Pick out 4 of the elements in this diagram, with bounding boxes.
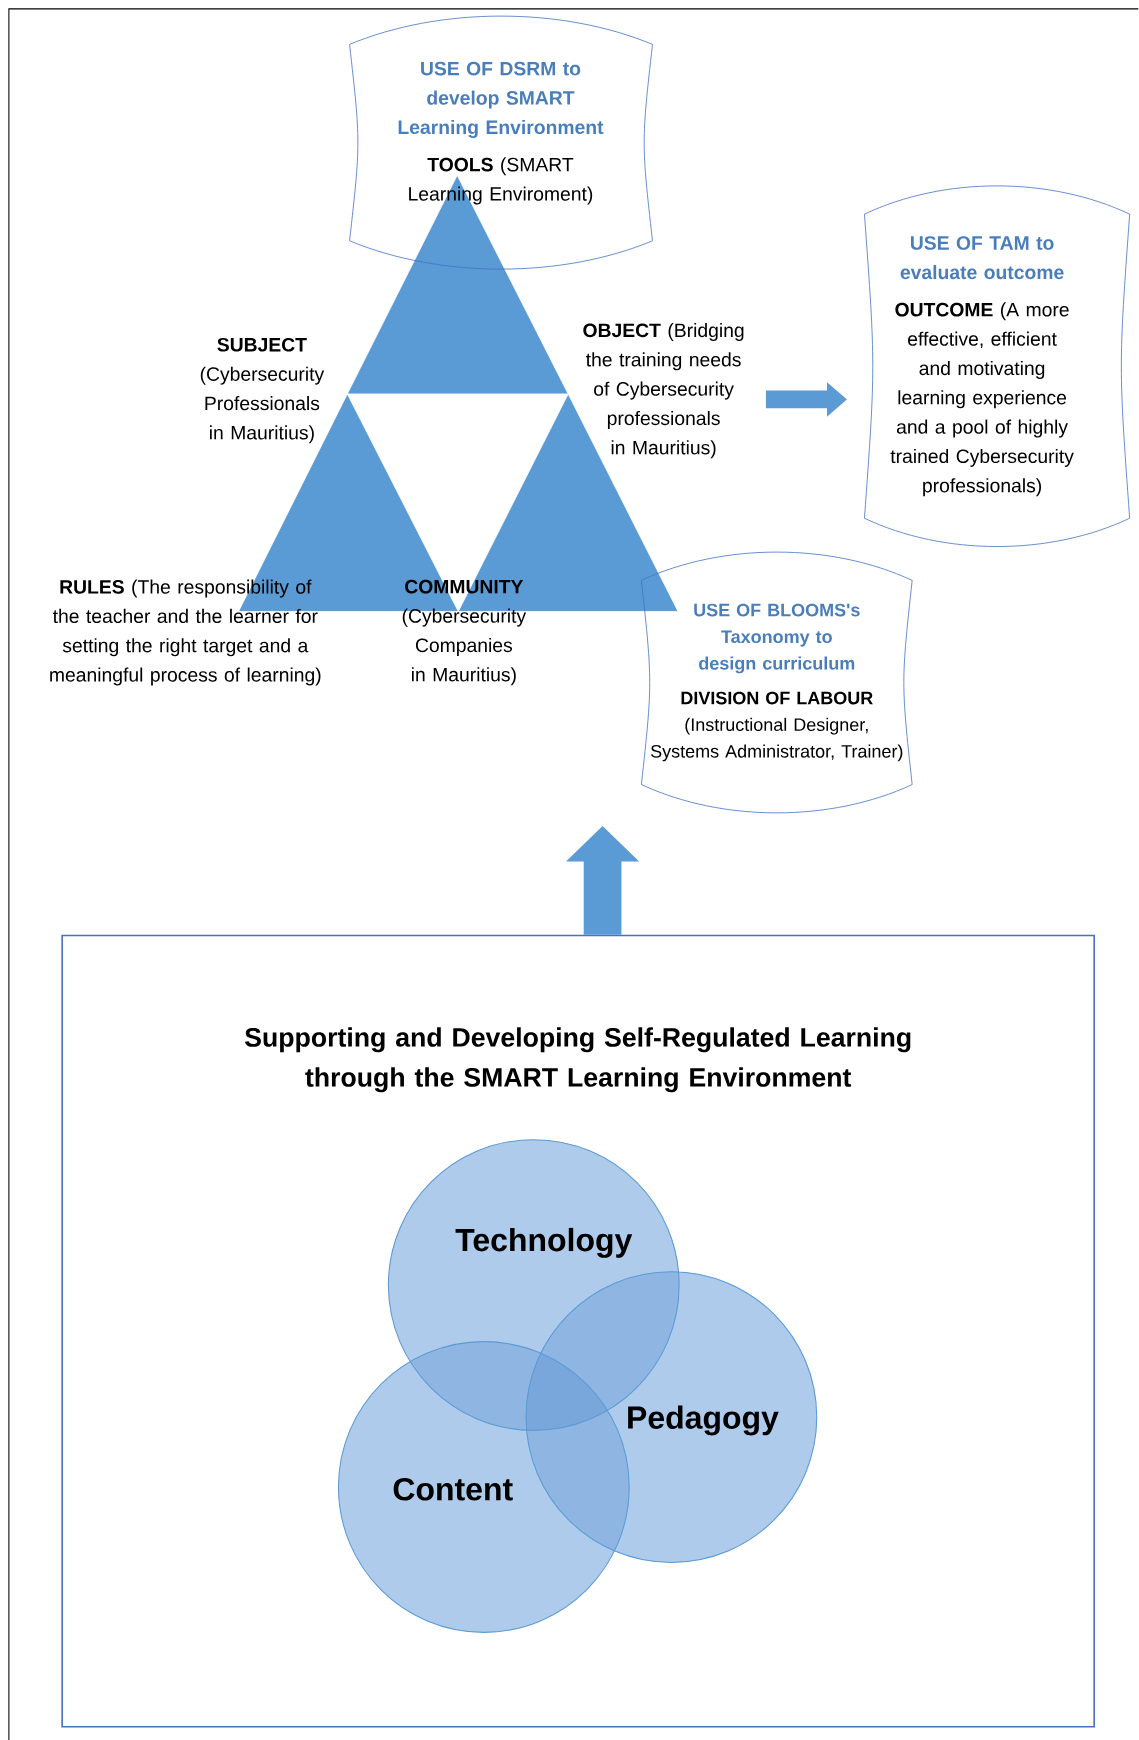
label-text: SUBJECT (Cybersecurity Professionals in Mauritius) (201, 337, 325, 444)
wave-box: USE OF BLOOMS's Taxonomy to design curriculum DIVISION OF LABOUR (Instructional Designer, Systems Administrator, Trainer) (641, 551, 913, 814)
object-text: OBJECT (Bridging the training needs of Cybersecurity professionals in Mauritius) (583, 322, 744, 459)
wave-box: USE OF TAM to evaluate outcome OUTCOME (A more effective, efficient and motivating learning experience and a pool of highly trained Cybersecurity professionals) (864, 185, 1131, 547)
